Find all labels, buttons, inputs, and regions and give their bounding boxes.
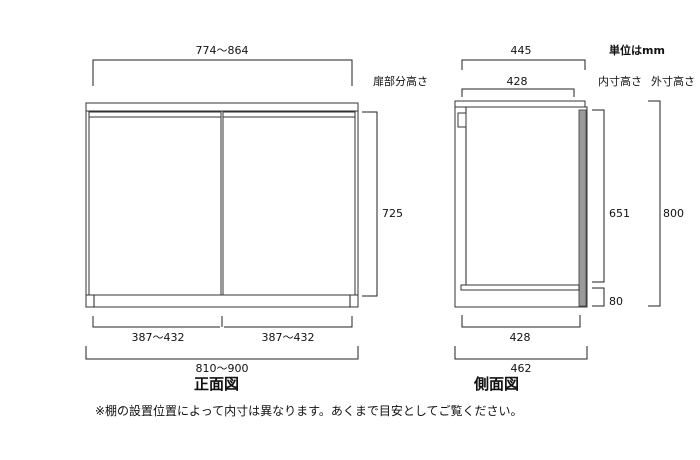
side-depth-top-dimension <box>461 59 586 70</box>
outer-height-caption: 外寸高さ <box>651 74 695 88</box>
front-total-width-dimension <box>85 346 359 360</box>
side-inner-depth-bottom-dimension <box>461 315 581 328</box>
front-top-width-label: 774～864 <box>196 44 249 57</box>
door-height-caption: 扉部分高さ <box>373 74 428 88</box>
side-depth-top-label: 445 <box>511 44 532 57</box>
side-door-hinge <box>457 112 467 128</box>
left-door <box>88 116 222 296</box>
right-door-top-strip <box>222 111 356 118</box>
side-back-panel <box>578 109 587 307</box>
front-plinth <box>85 294 359 308</box>
outer-height-label: 800 <box>663 207 684 220</box>
right-door <box>222 116 356 296</box>
front-cabinet <box>85 102 359 308</box>
door-height-label: 725 <box>382 207 403 220</box>
front-total-width-label: 810～900 <box>196 362 249 375</box>
side-view-title: 側面図 <box>473 375 519 393</box>
inner-height-dimension <box>592 109 605 283</box>
disclaimer-note: ※棚の設置位置によって内寸は異なります。あくまで目安としてご覧ください。 <box>95 403 523 418</box>
side-inner-depth-top-label: 428 <box>507 75 528 88</box>
plinth-height-label: 80 <box>609 295 623 308</box>
front-top-board <box>85 102 359 112</box>
side-cabinet-outline <box>454 106 588 308</box>
left-door-width-dimension <box>92 316 220 328</box>
side-cabinet <box>454 100 588 308</box>
plinth-height-dimension <box>592 287 605 307</box>
side-top-board <box>454 100 586 108</box>
front-view-title: 正面図 <box>194 375 239 393</box>
units-label: 単位はmm <box>609 43 665 57</box>
outer-height-dimension <box>648 100 661 307</box>
right-door-width-label: 387～432 <box>262 331 315 344</box>
side-inner-depth-top-dimension <box>461 88 575 97</box>
side-depth-bottom-dimension <box>454 346 588 360</box>
front-top-width-dimension <box>92 59 353 86</box>
side-depth-bottom-label: 462 <box>511 362 532 375</box>
right-door-width-dimension <box>224 316 353 328</box>
side-inner-depth-bottom-label: 428 <box>510 331 531 344</box>
door-height-dimension <box>362 111 378 297</box>
side-bottom-shelf <box>460 284 580 291</box>
left-door-top-strip <box>88 111 222 118</box>
inner-height-caption: 内寸高さ <box>598 74 642 88</box>
inner-height-label: 651 <box>609 207 630 220</box>
left-door-width-label: 387～432 <box>132 331 185 344</box>
